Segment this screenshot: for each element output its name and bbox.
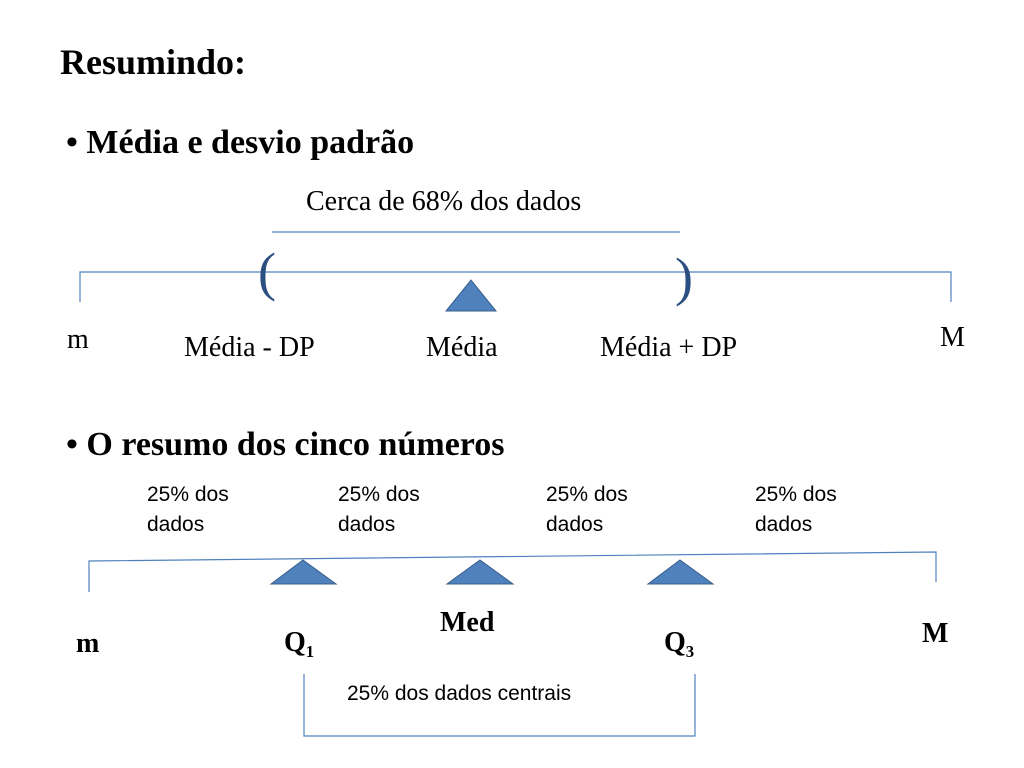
label-q1-sub: 1 bbox=[305, 641, 315, 661]
label-median: Med bbox=[440, 607, 495, 638]
label-q3: Q3 bbox=[664, 627, 694, 660]
central-label: 25% dos dados centrais bbox=[347, 682, 572, 705]
quarter-label-4: 25% dos dados bbox=[755, 483, 837, 536]
page-title: Resumindo: bbox=[60, 42, 247, 82]
section2-heading: • O resumo dos cinco números bbox=[66, 428, 505, 462]
bullet: • bbox=[66, 426, 78, 463]
section1-heading-text: Média e desvio padrão bbox=[86, 124, 415, 161]
q1-triangle bbox=[269, 559, 338, 585]
quarter-label-1: 25% dos dados bbox=[147, 483, 229, 536]
label-min-2: m bbox=[76, 628, 100, 659]
label-mean-minus-sd: Média - DP bbox=[184, 332, 315, 363]
label-max-2: M bbox=[922, 618, 949, 649]
mean-triangle bbox=[444, 279, 498, 312]
scale-line-2 bbox=[88, 551, 937, 592]
bullet: • bbox=[66, 124, 78, 161]
paren-close: ) bbox=[675, 247, 693, 307]
label-mean: Média bbox=[426, 332, 498, 363]
label-min-1: m bbox=[67, 324, 89, 355]
label-q1: Q1 bbox=[284, 627, 314, 660]
label-q1-base: Q bbox=[284, 627, 306, 658]
median-triangle bbox=[445, 559, 515, 585]
label-q3-base: Q bbox=[664, 627, 686, 658]
label-q3-sub: 3 bbox=[685, 641, 695, 661]
quarter-label-2: 25% dos dados bbox=[338, 483, 420, 536]
quarter-label-3: 25% dos dados bbox=[546, 483, 628, 536]
section1-heading: • Média e desvio padrão bbox=[66, 126, 414, 160]
paren-open: ( bbox=[258, 242, 276, 302]
label-mean-plus-sd: Média + DP bbox=[600, 332, 738, 363]
scale-line-1 bbox=[79, 271, 952, 302]
central-bracket bbox=[303, 674, 696, 737]
q3-triangle bbox=[646, 559, 715, 585]
label-max-1: M bbox=[940, 322, 965, 353]
bracket-68-label: Cerca de 68% dos dados bbox=[306, 186, 582, 217]
section2-heading-text: O resumo dos cinco números bbox=[86, 426, 505, 463]
